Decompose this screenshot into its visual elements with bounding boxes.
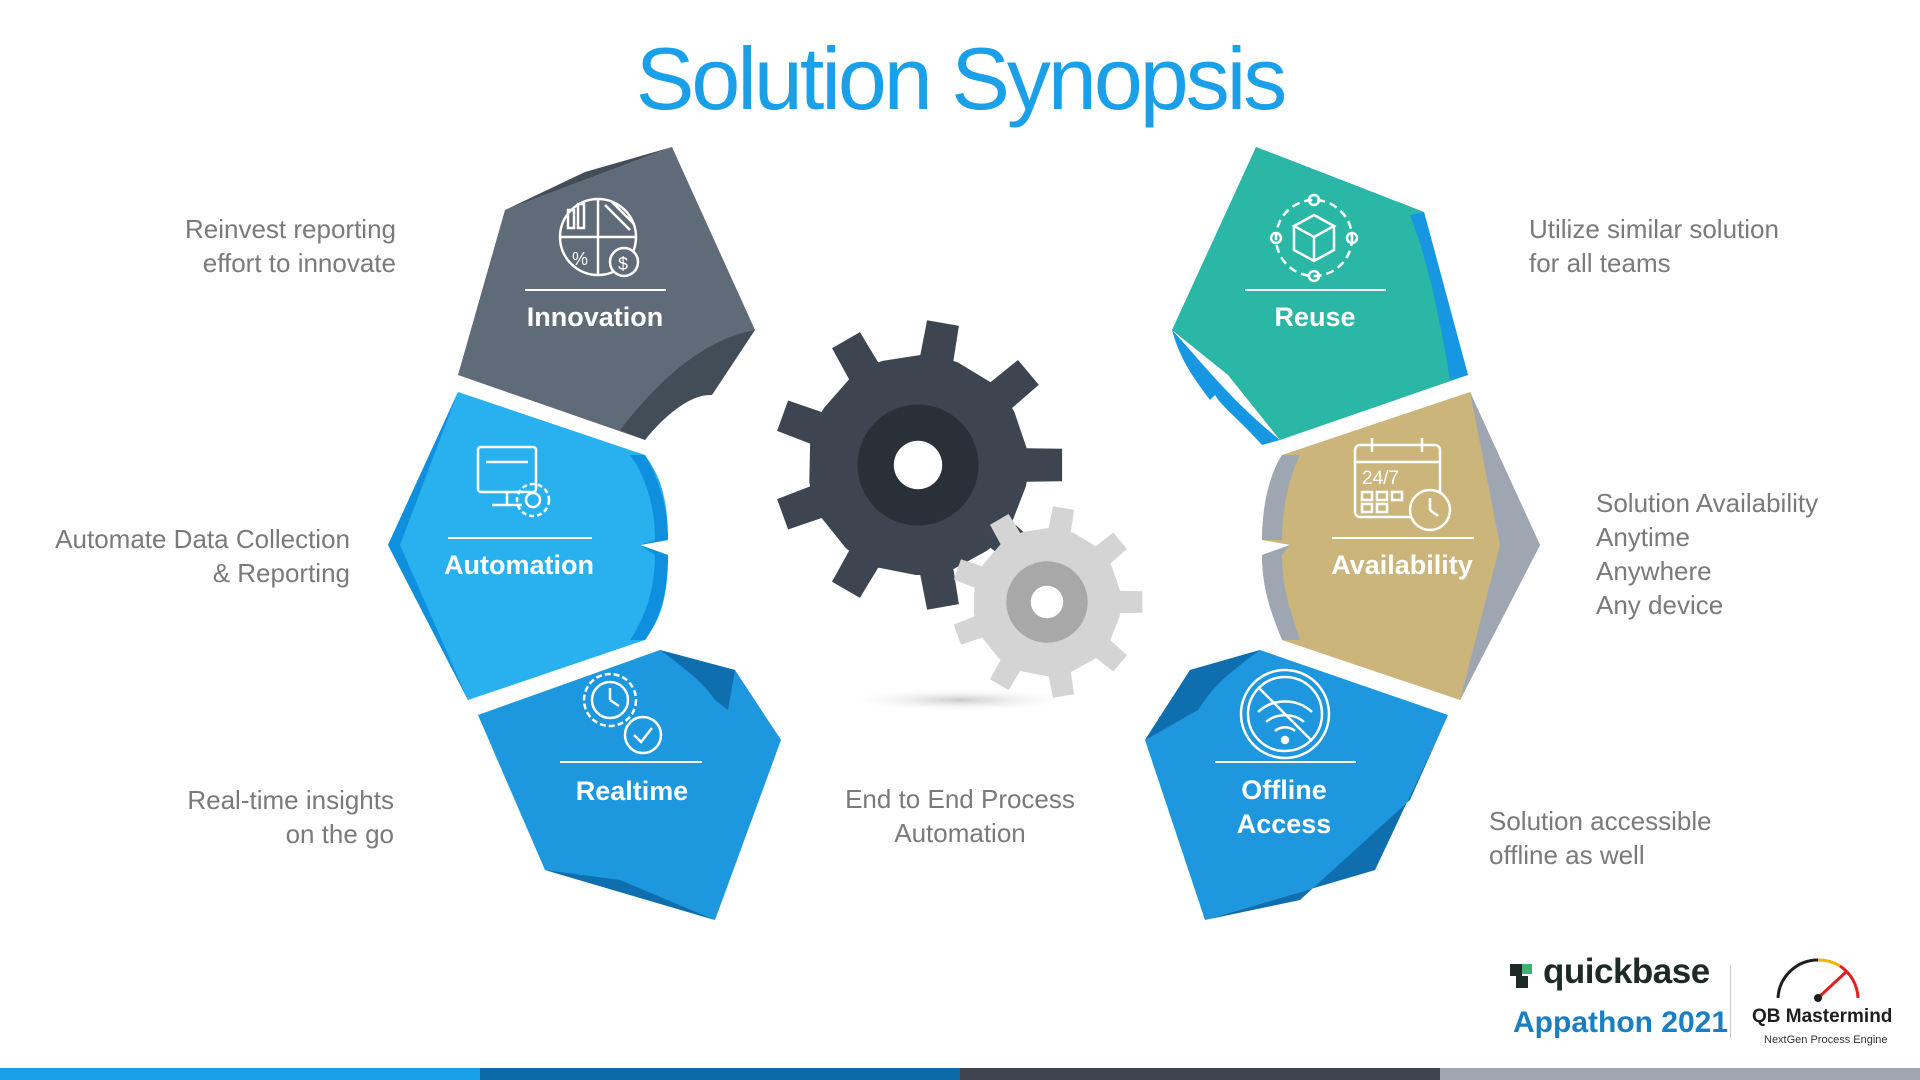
realtime-description: Real-time insights on the go	[187, 785, 394, 849]
innovation-label: Innovation	[527, 302, 664, 332]
svg-text:$: $	[618, 254, 628, 274]
large-gear-icon	[777, 320, 1063, 610]
realtime-shade-top	[660, 650, 735, 710]
segment-availability[interactable]: 24/7 Availability	[1262, 392, 1540, 700]
calendar-clock-icon	[1353, 438, 1452, 532]
mastermind-tagline: NextGen Process Engine	[1764, 1034, 1888, 1046]
reuse-accent-top	[1256, 147, 1424, 212]
footer-divider	[1730, 965, 1731, 1038]
realtime-shade-bottom	[545, 870, 715, 920]
offline-description: Solution accessible offline as well	[1489, 806, 1712, 870]
reuse-accent-right	[1410, 212, 1468, 380]
quickbase-wordmark: quickbase	[1543, 952, 1710, 991]
reuse-description: Utilize similar solution for all teams	[1529, 214, 1779, 278]
appathon-label: Appathon 2021	[1513, 1006, 1729, 1039]
mastermind-gauge-icon	[1776, 958, 1860, 1002]
offline-label-line1: Offline	[1241, 775, 1327, 805]
bottom-color-bar	[0, 1068, 1920, 1080]
reuse-shape	[1172, 147, 1468, 440]
segment-realtime[interactable]: Realtime	[478, 650, 781, 920]
bottom-bar-segment-4	[1440, 1068, 1920, 1080]
smallGear-hole	[1030, 585, 1064, 619]
innovation-shade-top	[505, 147, 672, 210]
segment-offline[interactable]: Offline Access	[1145, 650, 1448, 920]
monitor-gear-icon	[476, 445, 551, 518]
segment-innovation[interactable]: $ % Innovation	[458, 147, 755, 440]
clock-gear-check-icon	[582, 672, 663, 755]
mastermind-wordmark: QB Mastermind	[1752, 1006, 1893, 1027]
page-title: Solution Synopsis	[635, 29, 1288, 128]
availability-shape	[1262, 392, 1540, 700]
wifi-off-icon	[1239, 668, 1331, 760]
offline-shade-bottom	[1205, 715, 1448, 920]
bottom-bar-segment-2	[480, 1068, 960, 1080]
availability-label: Availability	[1331, 550, 1473, 580]
bigGear-hole	[893, 440, 943, 490]
small-gear-icon	[953, 506, 1143, 698]
bottom-bar-segment-3	[960, 1068, 1440, 1080]
cube-network-icon	[1269, 193, 1359, 283]
reuse-label: Reuse	[1274, 302, 1355, 332]
segment-reuse[interactable]: Reuse	[1172, 147, 1468, 445]
segment-automation[interactable]: Automation	[388, 392, 668, 700]
automation-description: Automate Data Collection & Reporting	[55, 524, 350, 588]
reuse-accent-left	[1172, 330, 1280, 445]
quickbase-logo-icon	[1510, 964, 1532, 988]
innovation-shape	[458, 147, 755, 440]
offline-label-line2: Access	[1237, 809, 1332, 839]
svg-text:%: %	[572, 249, 588, 269]
automation-label: Automation	[444, 550, 594, 580]
realtime-label: Realtime	[576, 776, 689, 806]
availability-accent-left	[1262, 455, 1300, 640]
automation-shade-right	[630, 455, 668, 640]
pie-chart-dollar-icon: $ %	[558, 197, 640, 278]
bottom-bar-segment-1	[0, 1068, 480, 1080]
realtime-shape	[478, 650, 781, 920]
automation-shape	[388, 392, 668, 700]
center-description: End to End Process Automation	[845, 784, 1075, 848]
gear-shadow	[840, 688, 1080, 712]
availability-description: Solution Availability Anytime Anywhere A…	[1596, 488, 1819, 620]
innovation-description: Reinvest reporting effort to innovate	[185, 214, 396, 278]
innovation-shade-right	[620, 330, 755, 440]
availability-accent-right	[1460, 392, 1540, 700]
offline-shade-top	[1145, 650, 1260, 740]
availability-icon-text: 24/7	[1362, 468, 1399, 489]
